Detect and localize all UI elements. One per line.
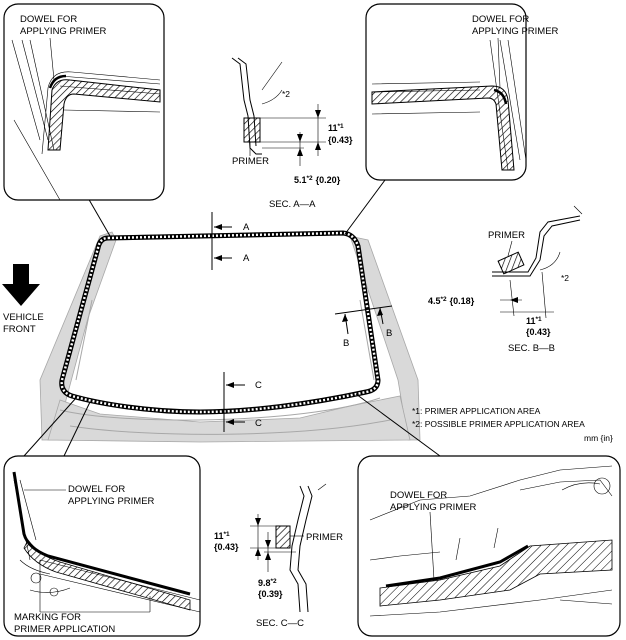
section-cut-b: B B: [334, 305, 392, 349]
legend: *1: PRIMER APPLICATION AREA *2: POSSIBLE…: [412, 406, 613, 443]
dowel-label-tl-line1: DOWEL FOR: [20, 14, 77, 25]
vehicle-front-label-line1: VEHICLE: [3, 312, 44, 323]
vehicle-front-label-line2: FRONT: [3, 324, 36, 335]
dowel-label-br-line1: DOWEL FOR: [390, 490, 447, 501]
dowel-label-bl-line1: DOWEL FOR: [68, 484, 125, 495]
dowel-label-tr-line1: DOWEL FOR: [472, 14, 529, 25]
sec-c-title: SEC. C—C: [256, 618, 304, 629]
sec-b-offset-inch: {0.18}: [450, 296, 475, 306]
sec-c-offset-value: 9.8: [258, 578, 271, 588]
dowel-label-bl-line2: APPLYING PRIMER: [68, 496, 155, 507]
svg-text:9.8*2: 9.8*2: [258, 578, 277, 588]
sec-c-width-sup: *1: [224, 531, 231, 538]
marking-label-line2: PRIMER APPLICATION: [14, 624, 115, 635]
cut-label-c-top: C: [255, 380, 262, 391]
svg-text:11*1: 11*1: [526, 316, 542, 326]
cut-label-b-left: B: [343, 338, 349, 349]
dowel-label-tl-line2: APPLYING PRIMER: [20, 26, 107, 37]
legend-note-2: *2: POSSIBLE PRIMER APPLICATION AREA: [412, 419, 585, 429]
marking-label-line1: MARKING FOR: [14, 612, 81, 623]
cut-label-a-bottom: A: [243, 253, 250, 264]
legend-note-1: *1: PRIMER APPLICATION AREA: [412, 406, 541, 416]
section-cut-c: C C: [223, 372, 262, 432]
sec-b-primer-label: PRIMER: [488, 230, 525, 241]
sec-c-primer-label: PRIMER: [306, 532, 343, 543]
sec-a-primer-label: PRIMER: [232, 156, 269, 167]
legend-units: mm {in}: [584, 433, 613, 443]
sec-a-width-value: 11: [328, 123, 338, 133]
section-c-c-detail: 11*1 {0.43} 9.8*2 {0.39} PRIMER SEC. C—C: [214, 483, 343, 629]
cut-label-c-bottom: C: [255, 418, 262, 429]
sec-a-offset-inch: {0.20}: [316, 175, 341, 185]
detail-panel-top-left: DOWEL FOR APPLYING PRIMER: [3, 3, 165, 201]
sec-c-offset-sup: *2: [271, 578, 278, 585]
svg-text:11*1: 11*1: [214, 531, 230, 541]
detail-panel-bottom-left: DOWEL FOR APPLYING PRIMER MARKING FOR PR…: [3, 455, 201, 637]
sec-b-offset-value: 4.5: [428, 296, 441, 306]
detail-panel-bottom-right: DOWEL FOR APPLYING PRIMER: [357, 455, 621, 637]
cut-label-b-right: B: [386, 328, 392, 339]
sec-b-width-value: 11: [526, 316, 536, 326]
sec-a-angle-mark: *2: [282, 89, 290, 99]
sec-a-title: SEC. A—A: [269, 199, 316, 210]
sec-c-offset-inch: {0.39}: [258, 589, 283, 599]
svg-text:5.1*2{0.20}: 5.1*2{0.20}: [294, 175, 341, 185]
vehicle-front-indicator: VEHICLE FRONT: [2, 264, 44, 335]
sec-a-offset-sup: *2: [307, 175, 314, 182]
dowel-label-tr-line2: APPLYING PRIMER: [472, 26, 559, 37]
sec-c-width-inch: {0.43}: [214, 542, 239, 552]
section-a-a-detail: *2 11*1 {0.43} 5.1*2{0.20} PRIMER SEC. A…: [231, 57, 353, 210]
sec-c-primer-block: [275, 525, 291, 549]
svg-text:4.5*2{0.18}: 4.5*2{0.18}: [428, 296, 475, 306]
sec-b-width-inch: {0.43}: [526, 327, 551, 337]
vehicle-body-view: [39, 230, 421, 443]
sec-b-angle-mark: *2: [561, 273, 569, 283]
dowel-label-br-line2: APPLYING PRIMER: [390, 502, 477, 513]
section-b-b-detail: *2 4.5*2{0.18} 11*1 {0.43} PRIMER SEC. B…: [428, 205, 583, 354]
front-arrow-icon: [2, 264, 40, 306]
cut-label-a-top: A: [243, 222, 250, 233]
sec-b-title: SEC. B—B: [508, 343, 555, 354]
sec-a-primer-block: [243, 117, 261, 143]
sec-a-offset-value: 5.1: [294, 175, 307, 185]
sec-c-width-value: 11: [214, 531, 224, 541]
sec-b-primer-block: [497, 251, 525, 275]
sec-b-width-sup: *1: [536, 316, 543, 323]
sec-b-offset-sup: *2: [441, 296, 448, 303]
sec-a-width-sup: *1: [338, 123, 345, 130]
detail-panel-top-right: DOWEL FOR APPLYING PRIMER: [365, 3, 559, 181]
sec-a-width-inch: {0.43}: [328, 135, 353, 145]
section-cut-a: A A: [211, 212, 250, 270]
svg-text:11*1: 11*1: [328, 123, 344, 133]
